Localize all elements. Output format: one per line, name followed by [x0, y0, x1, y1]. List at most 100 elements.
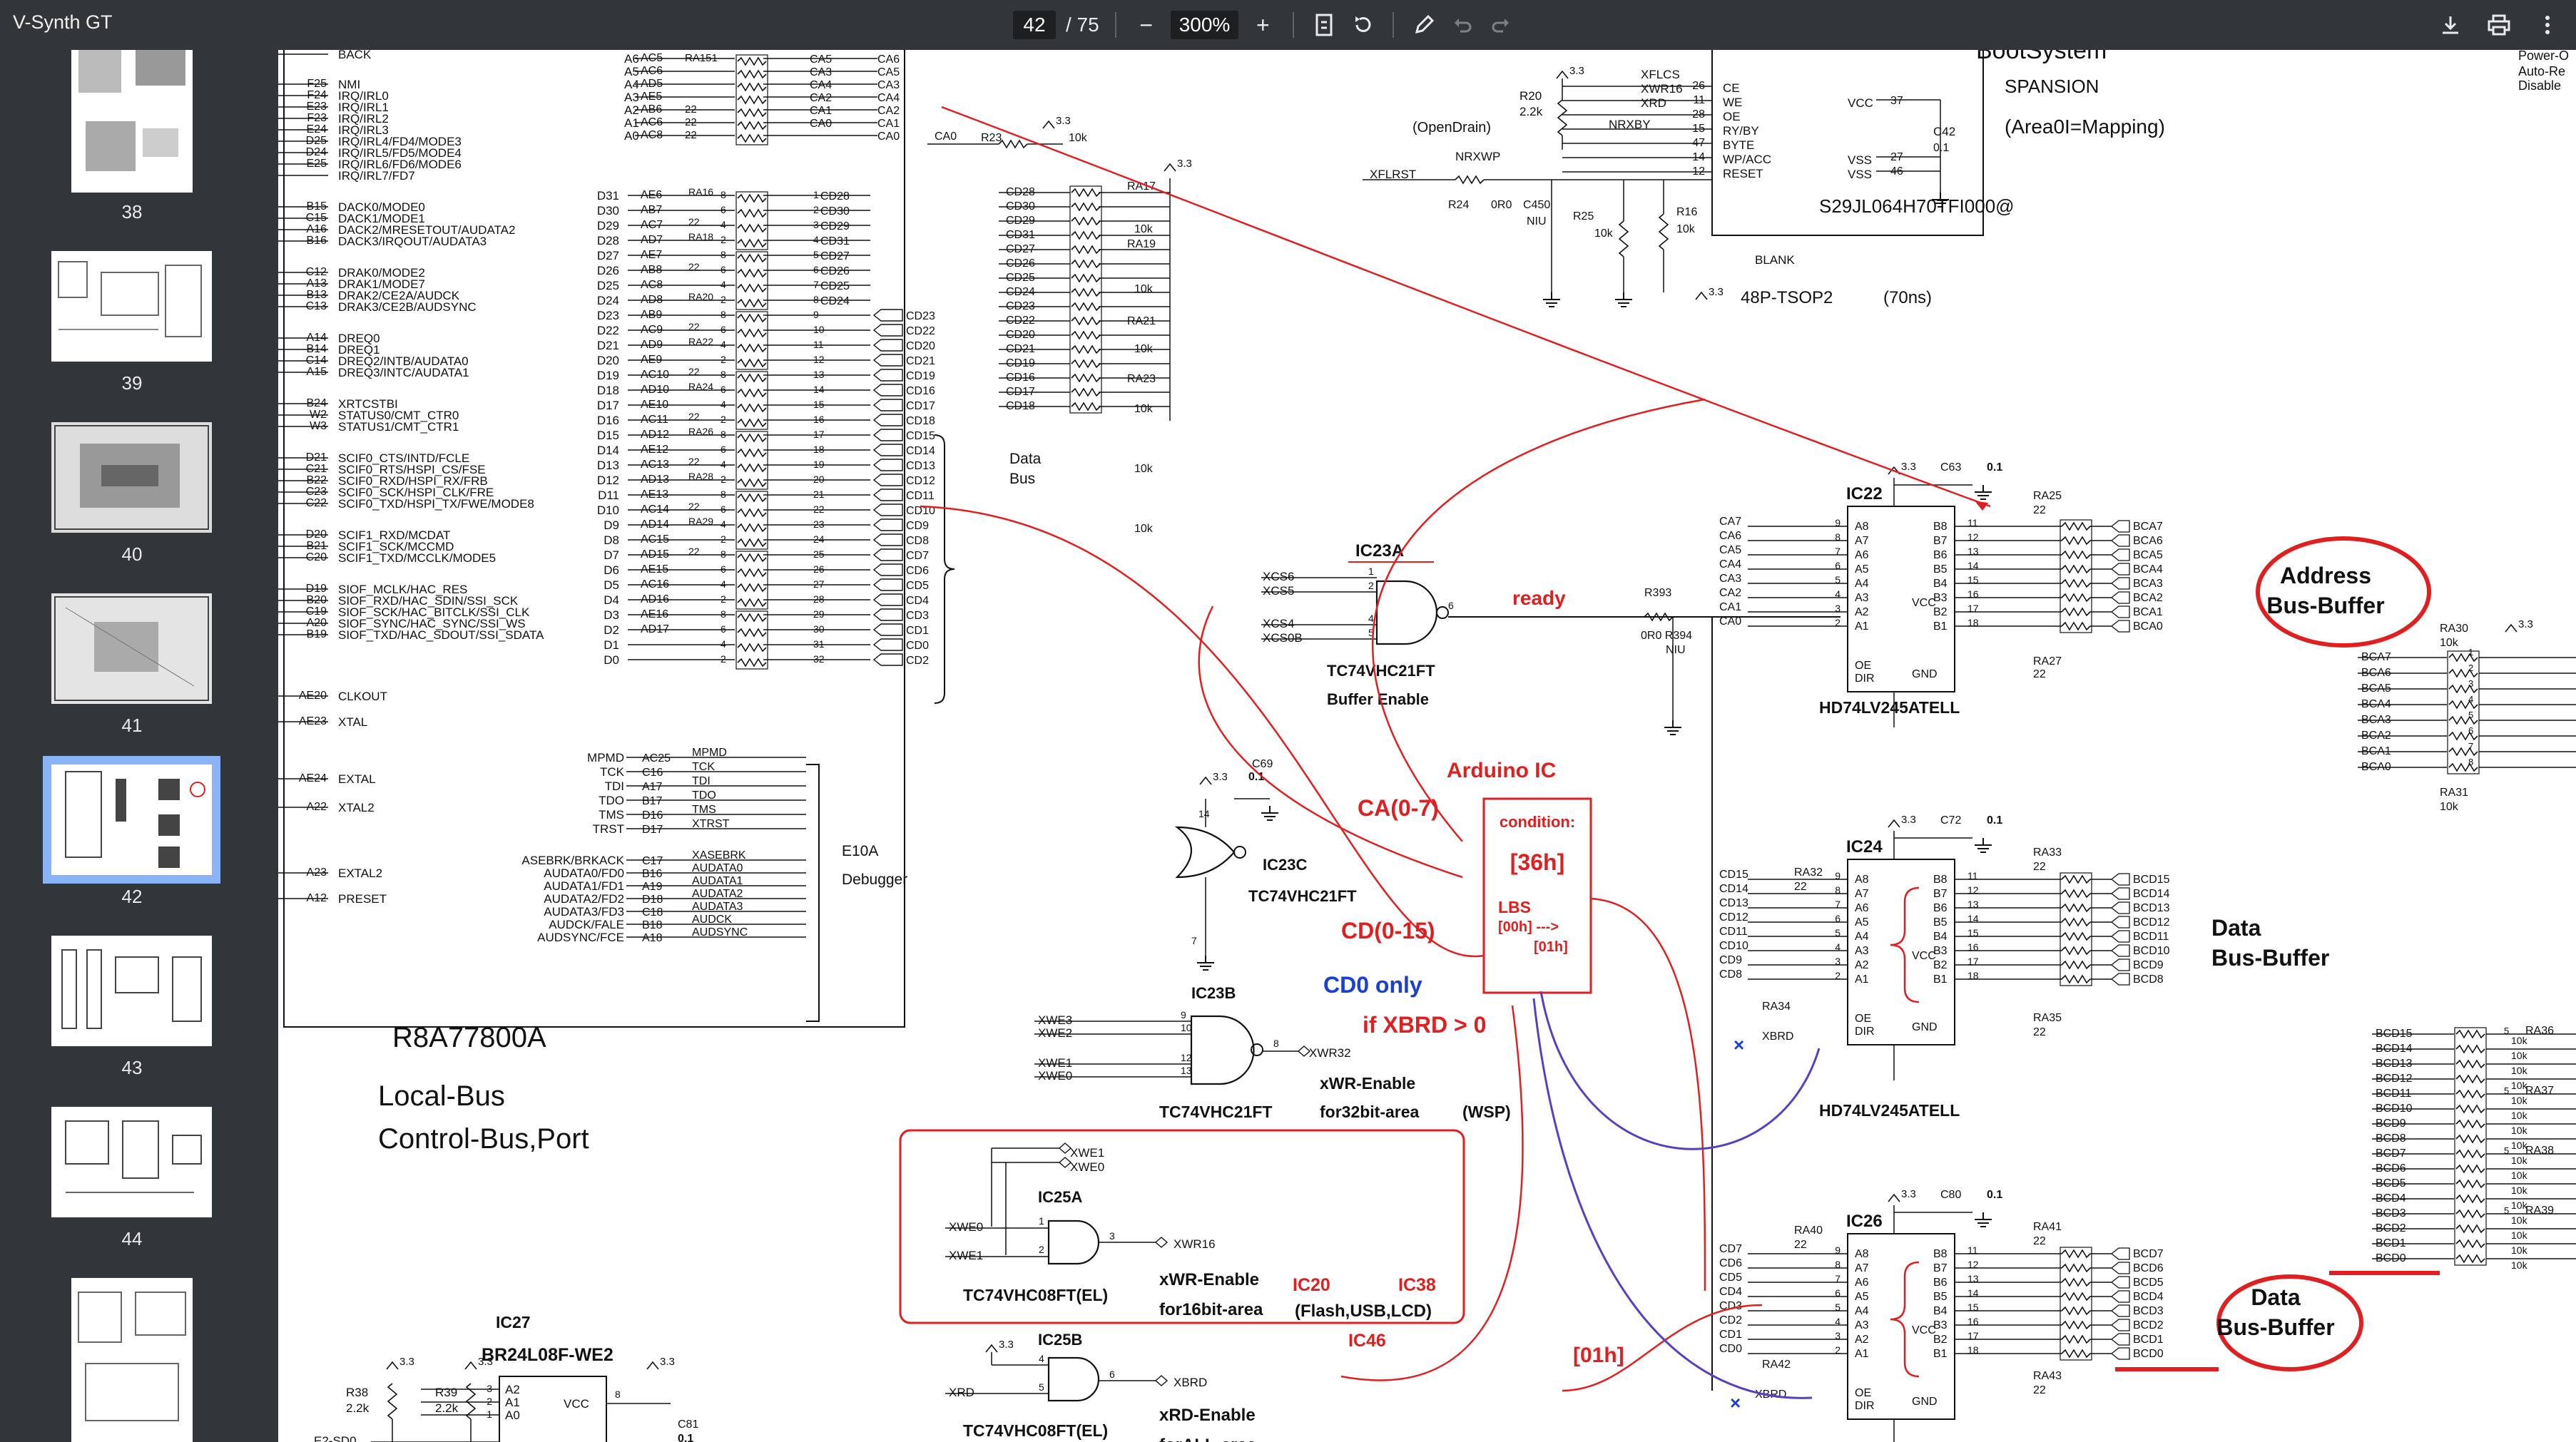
ic24-part: HD74LV245ATELL	[1819, 1101, 1960, 1120]
resistor-symbol	[737, 298, 767, 308]
annotation-arrow-ca	[941, 106, 1991, 508]
resistor-value: 22	[2033, 1235, 2046, 1247]
ic-pin-number: 18	[1967, 617, 1979, 628]
net-label: XWE0	[949, 1220, 983, 1234]
resistor-symbol	[2061, 889, 2091, 899]
resistor-symbol	[737, 583, 767, 593]
ic-pin-number: 14	[1967, 913, 1979, 924]
resistor-label: RA41	[2033, 1221, 2062, 1233]
resistor-value: 10k	[2511, 1155, 2528, 1166]
resistor-label: 0R0 R394	[1641, 630, 1692, 642]
resistor-pin-number: 21	[813, 489, 825, 500]
ic-pin-number: 37	[1890, 95, 1903, 107]
inverter-bubble	[1436, 606, 1449, 619]
resistor-pin-number: 13	[813, 369, 825, 380]
resistor-value: 22	[2033, 861, 2046, 873]
net-label: BCA7	[2133, 521, 2163, 533]
net-label: BCD1	[2133, 1334, 2164, 1346]
ic-pin-number: AC13	[641, 459, 669, 471]
ic-pin-label: EXTAL	[338, 772, 376, 786]
ic-pin-number: AD7	[641, 234, 663, 246]
zoom-level-input[interactable]: 300%	[1170, 11, 1239, 39]
ic-pin-label: A4	[1855, 578, 1869, 590]
ic-pin-number: 17	[1967, 956, 1979, 967]
net-label: XCS6	[1263, 570, 1294, 583]
resistor-symbol	[2061, 931, 2091, 941]
page-thumbnail-38[interactable]	[71, 50, 193, 193]
fit-page-button[interactable]	[1310, 11, 1338, 39]
page-number-input[interactable]: 42	[1013, 11, 1056, 39]
resistor-symbol	[2455, 1104, 2485, 1114]
download-button[interactable]	[2436, 11, 2465, 39]
ic-pin-label: A2	[1855, 606, 1869, 618]
resistor-pin-number: 8	[721, 249, 726, 260]
ic-pin-number: AB6	[641, 103, 662, 116]
ic-pin-number: 11	[1967, 517, 1978, 528]
resistor-symbol	[737, 568, 767, 578]
page-thumbnail-39[interactable]	[51, 251, 212, 362]
ic-pin-label: OE	[1855, 1387, 1871, 1399]
more-actions-button[interactable]	[2533, 11, 2562, 39]
ic-pin-label: D21	[597, 339, 619, 352]
page-thumbnail-43[interactable]	[51, 936, 212, 1046]
net-label: CA2	[877, 105, 900, 117]
capacitor-value: 0.1	[1248, 771, 1264, 783]
ic-pin-number: 5	[1835, 574, 1841, 586]
redo-button[interactable]	[1487, 11, 1515, 39]
ic27-body	[499, 1376, 607, 1442]
bus-bracket	[806, 764, 820, 1022]
page-thumbnail-44[interactable]	[51, 1107, 212, 1217]
ic-pin-number: D17	[642, 824, 663, 836]
net-port	[872, 653, 903, 666]
annotate-button[interactable]	[1410, 11, 1438, 39]
ic-pin-number: D16	[642, 809, 663, 822]
page-thumbnail-42[interactable]	[43, 756, 220, 884]
resistor-symbol	[2061, 564, 2091, 574]
net-label: CD1	[906, 625, 929, 637]
resistor-label: 22	[685, 116, 697, 128]
ic-pin-label: D26	[597, 264, 619, 277]
page-thumbnail-45[interactable]	[71, 1278, 193, 1442]
net-port	[872, 369, 903, 382]
undo-button[interactable]	[1448, 11, 1477, 39]
rotate-button[interactable]	[1348, 11, 1377, 39]
thumbnail-label: 42	[121, 886, 143, 907]
net-port	[1154, 1375, 1169, 1386]
zoom-in-button[interactable]: +	[1256, 11, 1270, 38]
section-title: Local-Bus	[378, 1080, 505, 1112]
capacitor-label: C72	[1940, 814, 1961, 827]
ic-pin-number: 6	[1835, 913, 1841, 924]
inverter-bubble	[1251, 1043, 1263, 1056]
page-thumbnail-40[interactable]	[51, 422, 212, 533]
net-label: XCS4	[1263, 617, 1294, 630]
ic-pin-label: SIOF_TXD/HAC_SDOUT/SSI_SDATA	[338, 628, 544, 642]
resistor-pin-number: 2	[721, 234, 726, 245]
net-port	[2110, 1333, 2130, 1346]
ic-pin-label: D6	[604, 563, 619, 577]
resistor-pin-number: 2	[721, 474, 726, 485]
ic-pin-label: DACK2/MRESETOUT/AUDATA2	[338, 223, 515, 237]
ic-pin-number: AD15	[641, 548, 669, 561]
print-button[interactable]	[2485, 11, 2513, 39]
net-label: CD30	[820, 205, 850, 218]
resistor-symbol	[737, 253, 767, 263]
ic-pin-label: ASEBRK/BRKACK	[521, 854, 624, 867]
annotation-arrow-ca-in	[1372, 398, 1706, 842]
resistor-pin-number: 4	[721, 399, 726, 410]
resistor-symbol	[1071, 402, 1101, 411]
resistor-array-outline	[735, 54, 768, 145]
net-label: XBRD	[1762, 1031, 1793, 1043]
resistor-symbol	[737, 268, 767, 278]
zoom-out-button[interactable]: −	[1139, 11, 1154, 38]
resistor-symbol	[737, 523, 767, 533]
ic-pin-label: EXTAL2	[338, 866, 382, 880]
net-label: CA6	[1719, 530, 1741, 542]
ic-pin-label: A6	[1855, 902, 1869, 914]
gate-pin-number: 4	[1039, 1353, 1044, 1364]
page-thumbnail-41[interactable]	[51, 593, 212, 704]
cross-mark: ×	[1734, 1034, 1744, 1055]
resistor-label: R20	[1519, 89, 1542, 103]
ic-pin-label: PRESET	[338, 892, 387, 906]
ic-pin-label: A1	[624, 116, 639, 130]
